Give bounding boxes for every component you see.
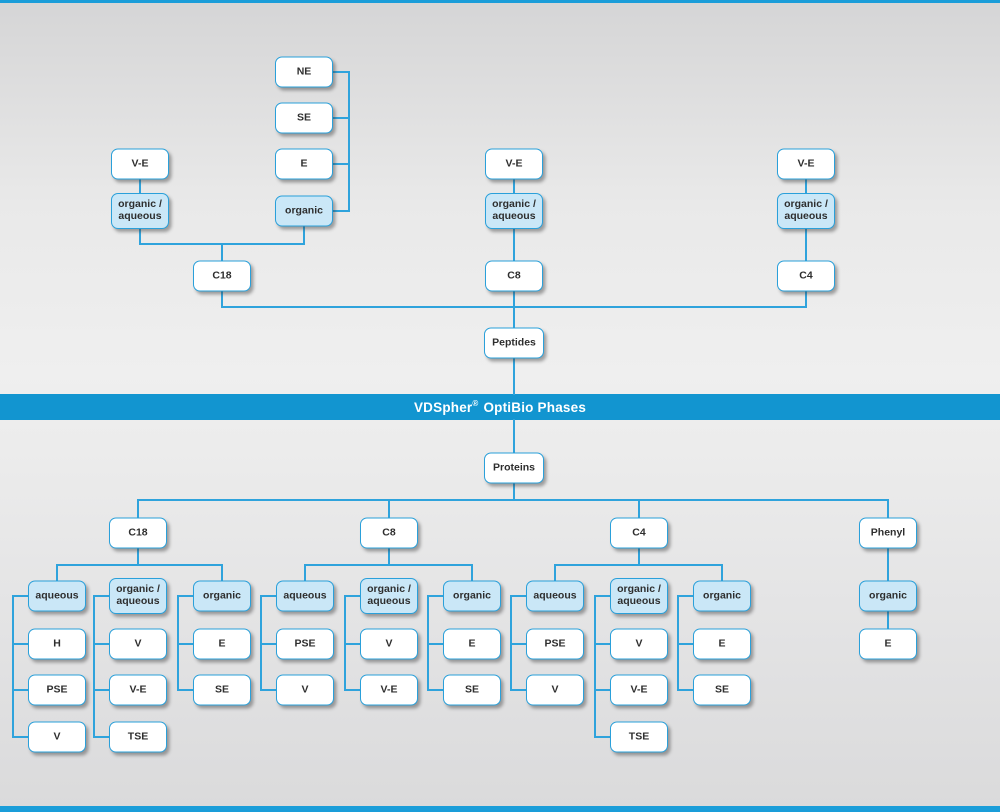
peptides-c18-mode-organic: organic	[275, 195, 333, 227]
peptides-c8-mode-organic-aqueous: organic / aqueous	[485, 193, 543, 229]
proteins-c4-organic-item-se: SE	[693, 674, 751, 706]
proteins-c8-aqueous-item-pse: PSE	[276, 628, 334, 660]
top-border-bar	[0, 0, 1000, 3]
connector-line	[513, 468, 515, 501]
proteins-c18-mode-aqueous: aqueous	[28, 580, 86, 612]
proteins-c8-orgaq-item-ve: V-E	[360, 674, 418, 706]
proteins-column-c4: C4	[610, 517, 668, 549]
proteins-c18-organic-item-e: E	[193, 628, 251, 660]
connector-line	[139, 164, 141, 212]
connector-line	[594, 596, 596, 738]
proteins-c18-organic-item-se: SE	[193, 674, 251, 706]
proteins-c8-mode-aqueous: aqueous	[276, 580, 334, 612]
proteins-phenyl-mode-organic: organic	[859, 580, 917, 612]
connector-line	[513, 275, 515, 308]
proteins-column-phenyl: Phenyl	[859, 517, 917, 549]
proteins-c18-mode-organic: organic	[193, 580, 251, 612]
connector-line	[638, 499, 640, 534]
proteins-column-c8: C8	[360, 517, 418, 549]
proteins-c8-organic-item-se: SE	[443, 674, 501, 706]
connector-line	[304, 564, 473, 566]
connector-line	[638, 533, 640, 566]
proteins-c8-orgaq-item-v: V	[360, 628, 418, 660]
peptides-c4-item-ve: V-E	[777, 148, 835, 180]
registered-mark: ®	[472, 399, 479, 408]
connector-line	[513, 343, 515, 395]
bottom-border-bar	[0, 806, 1000, 812]
connector-line	[12, 596, 14, 738]
proteins-column-c18: C18	[109, 517, 167, 549]
proteins-c4-orgaq-item-ve: V-E	[610, 674, 668, 706]
connector-line	[805, 275, 807, 308]
connector-line	[303, 211, 305, 244]
connector-line	[348, 72, 350, 212]
connector-line	[887, 533, 889, 597]
proteins-c8-aqueous-item-v: V	[276, 674, 334, 706]
connector-line	[887, 596, 889, 645]
band-subtitle: OptiBio Phases	[483, 399, 587, 415]
connector-line	[388, 499, 390, 534]
proteins-c8-mode-organic-aqueous: organic / aqueous	[360, 578, 418, 614]
proteins-c4-aqueous-item-pse: PSE	[526, 628, 584, 660]
proteins-root: Proteins	[484, 452, 544, 484]
proteins-c4-orgaq-item-tse: TSE	[610, 721, 668, 753]
connector-line	[221, 243, 223, 276]
proteins-c18-mode-organic-aqueous: organic / aqueous	[109, 578, 167, 614]
peptides-c18-item-ve: V-E	[111, 148, 169, 180]
proteins-c18-orgaq-item-ve: V-E	[109, 674, 167, 706]
connector-line	[887, 499, 889, 534]
proteins-c18-aqueous-item-pse: PSE	[28, 674, 86, 706]
connector-line	[554, 564, 723, 566]
proteins-c4-aqueous-item-v: V	[526, 674, 584, 706]
proteins-c4-mode-organic: organic	[693, 580, 751, 612]
proteins-c4-mode-organic-aqueous: organic / aqueous	[610, 578, 668, 614]
title-band: VDSpher® OptiBio Phases	[0, 394, 1000, 420]
peptides-c8-item-ve: V-E	[485, 148, 543, 180]
peptides-column-c4: C4	[777, 260, 835, 292]
connector-line	[56, 564, 223, 566]
peptides-c18-mode-organic-aqueous: organic / aqueous	[111, 193, 169, 229]
peptides-column-c18: C18	[193, 260, 251, 292]
connector-line	[513, 419, 515, 469]
connector-line	[388, 533, 390, 566]
peptides-c18-organic-item-se: SE	[275, 102, 333, 134]
brand-name: VDSpher	[413, 399, 473, 415]
proteins-c18-aqueous-item-v: V	[28, 721, 86, 753]
peptides-c18-organic-item-e: E	[275, 148, 333, 180]
proteins-phenyl-organic-item-e: E	[859, 628, 917, 660]
connector-line	[137, 499, 139, 534]
connector-line	[137, 533, 139, 566]
proteins-c18-aqueous-item-h: H	[28, 628, 86, 660]
proteins-c18-orgaq-item-v: V	[109, 628, 167, 660]
proteins-c4-organic-item-e: E	[693, 628, 751, 660]
proteins-c4-orgaq-item-v: V	[610, 628, 668, 660]
peptides-column-c8: C8	[485, 260, 543, 292]
connector-line	[221, 275, 223, 308]
connector-line	[137, 499, 889, 501]
connector-line	[93, 596, 95, 738]
band-title: VDSpher® OptiBio Phases	[414, 400, 586, 415]
proteins-c18-orgaq-item-tse: TSE	[109, 721, 167, 753]
peptides-c18-organic-item-ne: NE	[275, 56, 333, 88]
proteins-c8-organic-item-e: E	[443, 628, 501, 660]
proteins-c4-mode-aqueous: aqueous	[526, 580, 584, 612]
peptides-c4-mode-organic-aqueous: organic / aqueous	[777, 193, 835, 229]
connector-line	[513, 306, 515, 344]
proteins-c8-mode-organic: organic	[443, 580, 501, 612]
peptides-root: Peptides	[484, 327, 544, 359]
